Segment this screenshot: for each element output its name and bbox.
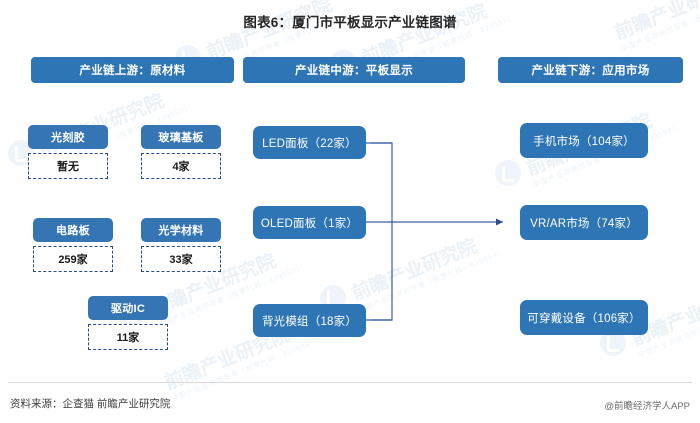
watermark-label: 前瞻产业研究院 (203, 0, 336, 65)
watermark-text: 前瞻产业研究院 中国产业咨询领导者（股票代码：839599） (347, 222, 507, 315)
upstream-node-label: 驱动IC (88, 296, 168, 320)
header-downstream[interactable]: 产业链下游：应用市场 (498, 57, 683, 83)
upstream-node-value: 11家 (88, 324, 168, 350)
midstream-node-oled-panel[interactable]: OLED面板（1家） (253, 206, 366, 239)
upstream-node-driver-ic[interactable]: 驱动IC 11家 (88, 296, 168, 350)
downstream-node-wearable-device[interactable]: 可穿戴设备（106家） (520, 300, 648, 335)
upstream-node-label: 玻璃基板 (141, 125, 221, 149)
footer-divider (8, 382, 692, 383)
upstream-node-label: 光学材料 (141, 218, 221, 242)
midstream-node-led-panel[interactable]: LED面板（22家） (253, 126, 366, 159)
app-credit: @前瞻经济学人APP (604, 401, 690, 412)
upstream-node-circuit-board[interactable]: 电路板 259家 (33, 218, 113, 272)
upstream-node-value: 4家 (141, 153, 221, 179)
upstream-node-value: 33家 (141, 246, 221, 272)
header-midstream[interactable]: 产业链中游：平板显示 (243, 57, 465, 83)
watermark-logo (495, 160, 521, 186)
downstream-node-phone-market[interactable]: 手机市场（104家） (520, 123, 648, 158)
upstream-node-optical-material[interactable]: 光学材料 33家 (141, 218, 221, 272)
upstream-node-value: 259家 (33, 246, 113, 272)
downstream-node-vr-ar-market[interactable]: VR/AR市场（74家） (520, 205, 648, 240)
watermark-sublabel: 中国产业咨询领导者（股票代码：839599） (357, 248, 507, 315)
upstream-node-value: 暂无 (28, 153, 108, 179)
midstream-node-backlight-module[interactable]: 背光模组（18家） (253, 304, 366, 337)
upstream-node-photoresist[interactable]: 光刻胶 暂无 (28, 125, 108, 179)
page-title: 图表6：厦门市平板显示产业链图谱 (243, 15, 457, 30)
watermark-sublabel: 中国产业咨询领导者（股票代码：839599） (170, 337, 320, 404)
header-upstream[interactable]: 产业链上游：原材料 (31, 57, 234, 83)
upstream-node-label: 光刻胶 (28, 125, 108, 149)
source-note: 资料来源：企查猫 前瞻产业研究院 (10, 398, 171, 410)
upstream-node-glass-substrate[interactable]: 玻璃基板 4家 (141, 125, 221, 179)
upstream-node-label: 电路板 (33, 218, 113, 242)
watermark-label: 前瞻产业研究院 (348, 235, 481, 306)
